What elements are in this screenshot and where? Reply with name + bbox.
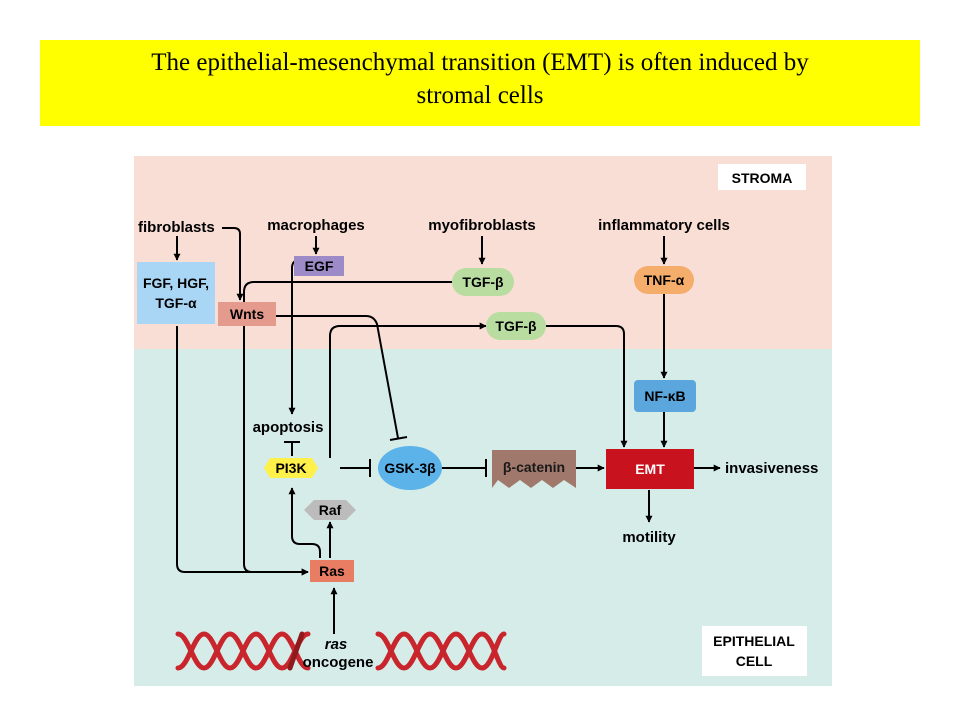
raf-label: Raf [319, 502, 342, 518]
tgfb-mid-label: TGF-β [495, 318, 537, 334]
label-inflammatory-cells: inflammatory cells [598, 217, 730, 234]
fgf-label-line1: FGF, HGF, [143, 275, 209, 291]
emt-label: EMT [635, 461, 665, 477]
gsk3b-inhibit-bar [389, 436, 408, 441]
wnts-label: Wnts [230, 306, 264, 322]
arrow-tgfb-emt [546, 325, 628, 448]
emt-pathway-diagram: STROMA EPITHELIAL CELL fibroblasts macro… [134, 156, 832, 686]
ras-oncogene-label-line1: ras [325, 636, 348, 653]
label-myofibroblasts: myofibroblasts [428, 217, 536, 234]
gsk3b-node [378, 446, 442, 490]
apoptosis-label: apoptosis [253, 419, 324, 436]
label-macrophages: macrophages [267, 217, 365, 234]
raf-node [304, 500, 356, 520]
label-fibroblasts: fibroblasts [138, 219, 215, 236]
arrow-tgfb-ras [243, 281, 452, 576]
title-line-2: stromal cells [416, 82, 544, 109]
ras-oncogene-label-line2: oncogene [303, 654, 374, 671]
egf-box [294, 256, 344, 276]
pi3k-node [264, 458, 318, 478]
title-banner: The epithelial-mesenchymal transition (E… [40, 40, 920, 126]
connectors [173, 227, 721, 634]
tnf-label: TNF-α [644, 272, 685, 288]
arrow-ras-pi3k [288, 487, 321, 558]
fgf-hgf-tgfa-box [137, 262, 215, 324]
epithelial-label-box [702, 626, 807, 676]
bcatenin-label: β-catenin [503, 459, 565, 475]
tgfb-top-node [452, 268, 514, 296]
dna-helix-left [175, 631, 311, 671]
stroma-label: STROMA [732, 170, 793, 186]
egf-label: EGF [305, 258, 334, 274]
pi3k-label: PI3K [275, 460, 306, 476]
wnts-box [218, 302, 276, 326]
tnf-node [634, 266, 694, 294]
bcatenin-node [492, 450, 576, 488]
arrow-ras-tgfb-mid [329, 322, 487, 458]
dna-helix-right [375, 631, 507, 671]
nfkb-node [634, 380, 696, 412]
arrow-fgf-ras [176, 326, 309, 576]
nfkb-label: NF-κB [644, 388, 685, 404]
motility-label: motility [622, 529, 676, 546]
arrow-fibroblasts-wnts [222, 227, 244, 301]
ras-label: Ras [319, 563, 345, 579]
epithelial-label-line2: CELL [736, 653, 773, 669]
fgf-label-line2: TGF-α [155, 295, 197, 311]
tgfb-mid-node [486, 312, 546, 340]
invasiveness-label: invasiveness [725, 460, 818, 477]
emt-box [606, 449, 694, 489]
title-line-1: The epithelial-mesenchymal transition (E… [151, 49, 809, 76]
tgfb-top-label: TGF-β [462, 274, 504, 290]
ras-box [310, 560, 354, 582]
stroma-label-box [718, 164, 806, 190]
arrow-wnts-gsk3b-inhibit [276, 315, 399, 439]
epithelial-label-line1: EPITHELIAL [713, 633, 795, 649]
gsk3b-label: GSK-3β [384, 460, 436, 476]
